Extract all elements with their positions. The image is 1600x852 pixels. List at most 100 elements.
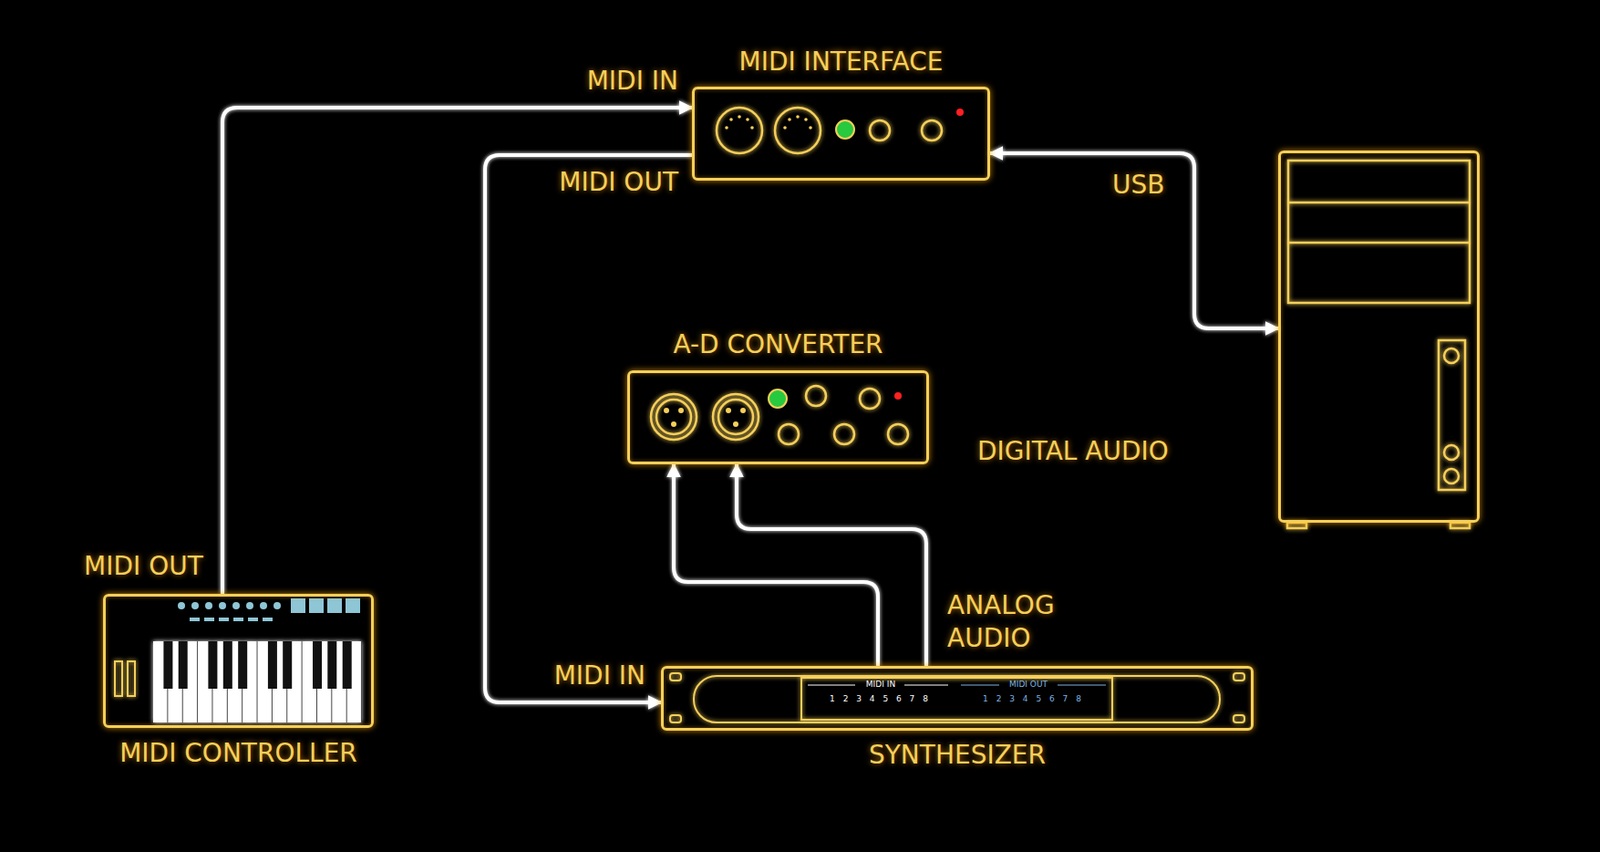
pad bbox=[345, 598, 361, 613]
front-slot bbox=[1438, 340, 1466, 490]
button-dot bbox=[246, 601, 254, 610]
pin bbox=[670, 421, 677, 427]
black-key bbox=[237, 640, 248, 689]
knob bbox=[921, 120, 942, 141]
pin bbox=[678, 407, 684, 413]
signal-label: ANALOG AUDIO bbox=[947, 588, 1103, 656]
drive-bays bbox=[1288, 160, 1470, 303]
port-label: MIDI OUT bbox=[83, 550, 212, 582]
device-name: A-D CONVERTER bbox=[672, 330, 883, 360]
panel-rule bbox=[960, 683, 1000, 685]
white-keys bbox=[153, 640, 362, 723]
display bbox=[801, 677, 1113, 720]
wheel bbox=[127, 660, 135, 696]
button-dot bbox=[191, 601, 199, 610]
rack-hole bbox=[1233, 672, 1245, 681]
port-label: MIDI OUT bbox=[523, 166, 679, 198]
black-key bbox=[207, 640, 217, 689]
bay-divider bbox=[1288, 241, 1470, 245]
led-red bbox=[956, 108, 964, 116]
converter-panel bbox=[650, 385, 909, 444]
cable bbox=[673, 464, 878, 666]
black-key bbox=[178, 640, 188, 689]
port-label: MIDI IN bbox=[501, 660, 646, 692]
xlr-ring bbox=[656, 399, 692, 434]
synth-panel bbox=[670, 672, 1245, 723]
cable bbox=[485, 154, 692, 702]
button-dot bbox=[273, 601, 281, 610]
black-key bbox=[163, 640, 173, 689]
pin bbox=[808, 125, 813, 130]
button-dash bbox=[262, 617, 273, 621]
din-pins bbox=[724, 114, 813, 130]
knob bbox=[887, 423, 909, 444]
black-key bbox=[342, 640, 352, 689]
pin bbox=[724, 125, 729, 130]
panel-label: MIDI OUT bbox=[999, 679, 1058, 690]
pin bbox=[750, 125, 754, 130]
keyboard-details bbox=[114, 598, 362, 723]
button-dash bbox=[204, 617, 215, 621]
cable bbox=[736, 464, 927, 666]
cable bbox=[222, 107, 692, 594]
panel-rule bbox=[904, 683, 949, 685]
pad bbox=[290, 598, 306, 613]
pin bbox=[732, 421, 739, 427]
button-dash bbox=[218, 617, 229, 621]
computer-details bbox=[1287, 160, 1470, 528]
port bbox=[1444, 468, 1459, 484]
foot bbox=[1450, 522, 1470, 528]
interface-panel bbox=[716, 107, 942, 154]
button-dot bbox=[177, 601, 186, 610]
rack-hole bbox=[1233, 714, 1245, 723]
panel-label: MIDI IN bbox=[855, 679, 907, 690]
device-name: MIDI INTERFACE bbox=[738, 47, 943, 77]
button-dot bbox=[259, 601, 268, 610]
pin bbox=[804, 117, 808, 122]
pin bbox=[783, 125, 787, 130]
button-dash bbox=[189, 617, 200, 621]
xlr-socket bbox=[650, 393, 697, 440]
knob bbox=[869, 120, 890, 141]
led-green bbox=[768, 389, 787, 408]
knob bbox=[834, 423, 855, 444]
pad bbox=[309, 598, 324, 613]
pin bbox=[795, 114, 800, 119]
panel-channels: 1 2 3 4 5 6 7 8 bbox=[805, 693, 952, 704]
pin bbox=[737, 114, 742, 119]
computer-tower bbox=[1278, 150, 1480, 523]
panel-rule bbox=[807, 683, 856, 685]
button-dash bbox=[233, 617, 244, 621]
black-key bbox=[223, 640, 233, 689]
pin bbox=[663, 407, 670, 413]
black-key bbox=[282, 640, 292, 689]
button-dot bbox=[232, 601, 240, 610]
bay-divider bbox=[1288, 201, 1470, 205]
knob bbox=[859, 388, 880, 409]
button bbox=[1444, 348, 1459, 363]
pin bbox=[787, 117, 792, 122]
xlr-pins bbox=[663, 407, 746, 427]
front-plate bbox=[693, 675, 1220, 723]
pin bbox=[725, 407, 732, 413]
wheel bbox=[114, 660, 123, 696]
midi-interface-box: MIDI INTERFACE bbox=[691, 86, 991, 181]
pin bbox=[729, 117, 733, 122]
knob bbox=[805, 385, 826, 406]
foot bbox=[1287, 522, 1307, 528]
button-dot bbox=[218, 601, 227, 610]
led-green bbox=[836, 120, 855, 139]
cable bbox=[929, 419, 1279, 424]
panel-channels: 1 2 3 4 5 6 7 8 bbox=[959, 693, 1105, 704]
button-dash bbox=[247, 617, 259, 621]
xlr-ring bbox=[718, 399, 754, 434]
port-label: MIDI IN bbox=[541, 65, 679, 97]
pin bbox=[740, 407, 746, 413]
black-key bbox=[327, 640, 337, 689]
synth-rack: SYNTHESIZER bbox=[660, 665, 1254, 731]
led-red bbox=[894, 392, 902, 400]
port bbox=[1444, 444, 1459, 460]
din-socket bbox=[774, 107, 821, 154]
